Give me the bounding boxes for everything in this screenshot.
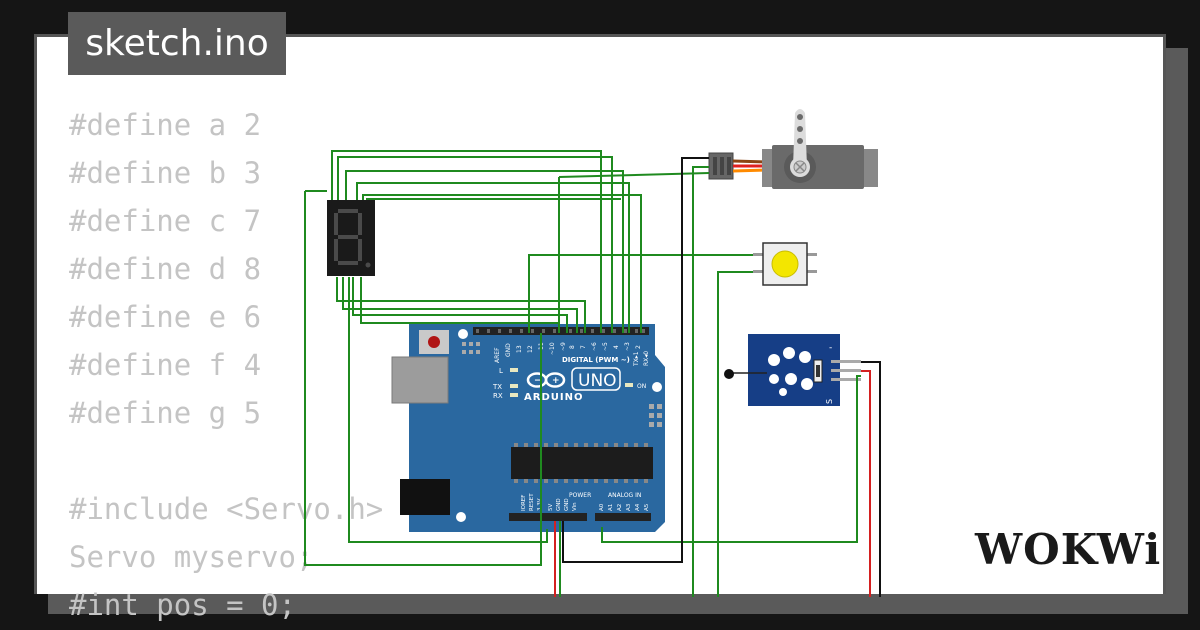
code-line: #define a 2 — [69, 108, 262, 142]
led-label: L — [499, 367, 503, 375]
svg-text:−: − — [534, 376, 542, 386]
pin-label: ~10 — [549, 342, 556, 355]
pin-label: ~5 — [602, 342, 609, 351]
pin-label: ~9 — [560, 342, 567, 351]
sensor-pin-label: S — [825, 399, 834, 404]
analog-label: ANALOG IN — [608, 492, 641, 499]
code-line: #define g 5 — [69, 396, 262, 430]
code-line: #define f 4 — [69, 348, 262, 382]
code-listing: #define a 2 #define b 3 #define c 7 #def… — [69, 101, 383, 629]
code-line: Servo myservo; — [69, 540, 314, 574]
pin-label: ~6 — [591, 342, 598, 351]
black-wires — [562, 157, 881, 597]
pin-label: TX▸1 — [633, 351, 640, 367]
seven-segment-display[interactable] — [327, 200, 375, 276]
board-model: UNO — [578, 371, 617, 391]
atmega-chip — [511, 447, 653, 479]
power-label: POWER — [569, 492, 591, 499]
arduino-logo: − + — [526, 372, 566, 388]
pin-label: 13 — [516, 345, 523, 353]
servo-motor[interactable] — [708, 109, 878, 189]
board-logo-text: ARDUINO — [524, 392, 583, 403]
code-line: #define d 8 — [69, 252, 262, 286]
pin-label: GND — [556, 498, 562, 511]
code-line: #define b 3 — [69, 156, 262, 190]
wokwi-logo: WOKWi — [975, 525, 1162, 574]
led-label: TX — [492, 383, 502, 391]
digital-label: DIGITAL (PWM ~) — [562, 356, 630, 364]
sensor-pin-label: - — [829, 343, 832, 353]
pin-label: IOREF — [521, 495, 527, 511]
filename-tab: sketch.ino — [68, 12, 286, 75]
pin-label: 8 — [569, 345, 576, 349]
pin-label: 4 — [613, 345, 620, 349]
code-line: #define c 7 — [69, 204, 262, 238]
pin-label: AREF — [494, 347, 501, 363]
pin-label: 5V — [548, 504, 554, 511]
pin-label: A4 — [635, 503, 641, 511]
temperature-sensor-module[interactable]: S - — [724, 334, 861, 406]
code-line: #define e 6 — [69, 300, 262, 334]
led-label: RX — [493, 392, 503, 400]
pin-label: A5 — [644, 503, 650, 511]
svg-text:+: + — [552, 376, 560, 386]
pin-label: GND — [564, 498, 570, 511]
pin-label: A0 — [599, 503, 605, 511]
pin-label: RX◂0 — [643, 351, 650, 366]
pin-label: 2 — [635, 345, 642, 349]
green-wires — [304, 150, 861, 597]
push-button[interactable] — [753, 242, 817, 286]
pin-label: ~3 — [624, 342, 631, 351]
pin-label: Vin — [572, 502, 578, 511]
preview-card: #define a 2 #define b 3 #define c 7 #def… — [34, 34, 1166, 622]
led-label: ON — [637, 383, 646, 390]
pin-label: RESET — [529, 493, 535, 511]
circuit-diagram: AREF GND 13 12 ~11 ~10 ~9 8 7 ~6 ~5 4 ~3… — [304, 109, 881, 597]
pin-label: GND — [505, 343, 512, 357]
pin-label: 12 — [527, 345, 534, 353]
pin-label: A2 — [617, 504, 623, 511]
pin-label: 7 — [580, 345, 587, 349]
red-wires — [554, 370, 871, 597]
arduino-uno-board[interactable]: AREF GND 13 12 ~11 ~10 ~9 8 7 ~6 ~5 4 ~3… — [391, 324, 665, 532]
pin-label: A1 — [608, 504, 614, 511]
pin-label: A3 — [626, 503, 632, 511]
code-line: #int pos = 0; — [69, 588, 296, 622]
